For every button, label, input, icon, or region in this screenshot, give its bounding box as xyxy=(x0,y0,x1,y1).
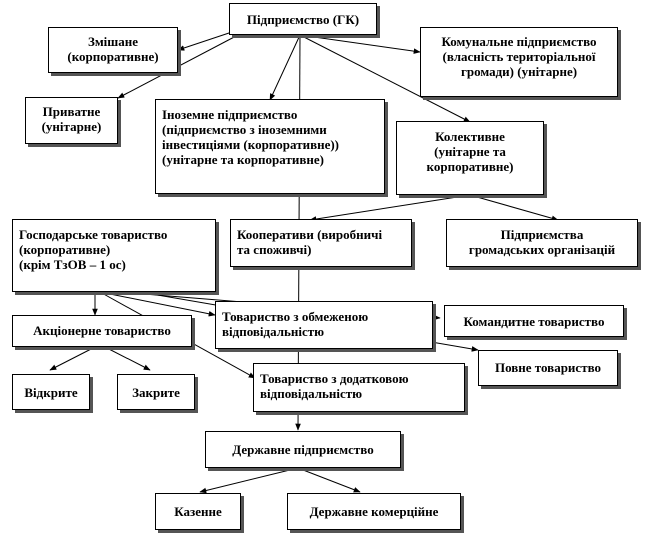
node-communal: Комунальне підприємство (власність терит… xyxy=(420,27,618,97)
node-foreign: Іноземне підприємство (підприємство з ін… xyxy=(155,99,385,194)
node-treasury: Казенне xyxy=(155,493,241,530)
arrow-root-to-communal xyxy=(299,34,421,54)
node-llc: Товариство з обмеженою відповідальністю xyxy=(215,301,433,349)
node-root: Підприємство (ГК) xyxy=(229,3,377,35)
node-full-partnership: Повне товариство xyxy=(478,350,618,386)
node-mixed: Змішане (корпоративне) xyxy=(48,27,178,73)
node-open: Відкрите xyxy=(12,374,90,410)
node-private: Приватне (унітарне) xyxy=(25,97,118,144)
node-public-org: Підприємства громадських організацій xyxy=(446,219,638,267)
arrow-root-to-collective xyxy=(299,34,471,123)
node-closed: Закрите xyxy=(117,374,195,410)
node-joint-stock: Акціонерне товариство xyxy=(12,315,192,347)
node-alc: Товариство з додатковою відповідальністю xyxy=(253,363,465,412)
arrow-collective-to-public-org xyxy=(469,194,559,221)
arrow-state-to-state-commercial xyxy=(297,467,361,493)
arrow-collective-to-cooperatives xyxy=(309,194,471,222)
arrow-joint-stock-to-closed xyxy=(104,346,151,371)
arrow-root-to-foreign xyxy=(269,34,301,101)
node-limited-partnership: Командитне товариство xyxy=(444,305,624,337)
node-cooperatives: Кооперативи (виробничі та споживчі) xyxy=(230,219,412,267)
arrow-joint-stock-to-open xyxy=(49,346,96,371)
node-business-company: Господарське товариство (корпоративне) (… xyxy=(12,219,216,292)
arrow-root-to-private xyxy=(117,34,239,99)
node-state: Державне підприємство xyxy=(205,431,401,468)
node-collective: Колективне (унітарне та корпоративне) xyxy=(396,121,544,195)
arrow-root-to-mixed xyxy=(177,29,239,51)
node-state-commercial: Державне комерційне xyxy=(287,493,461,530)
arrow-state-to-treasury xyxy=(199,467,299,494)
arrow-business-to-llc xyxy=(99,291,216,317)
